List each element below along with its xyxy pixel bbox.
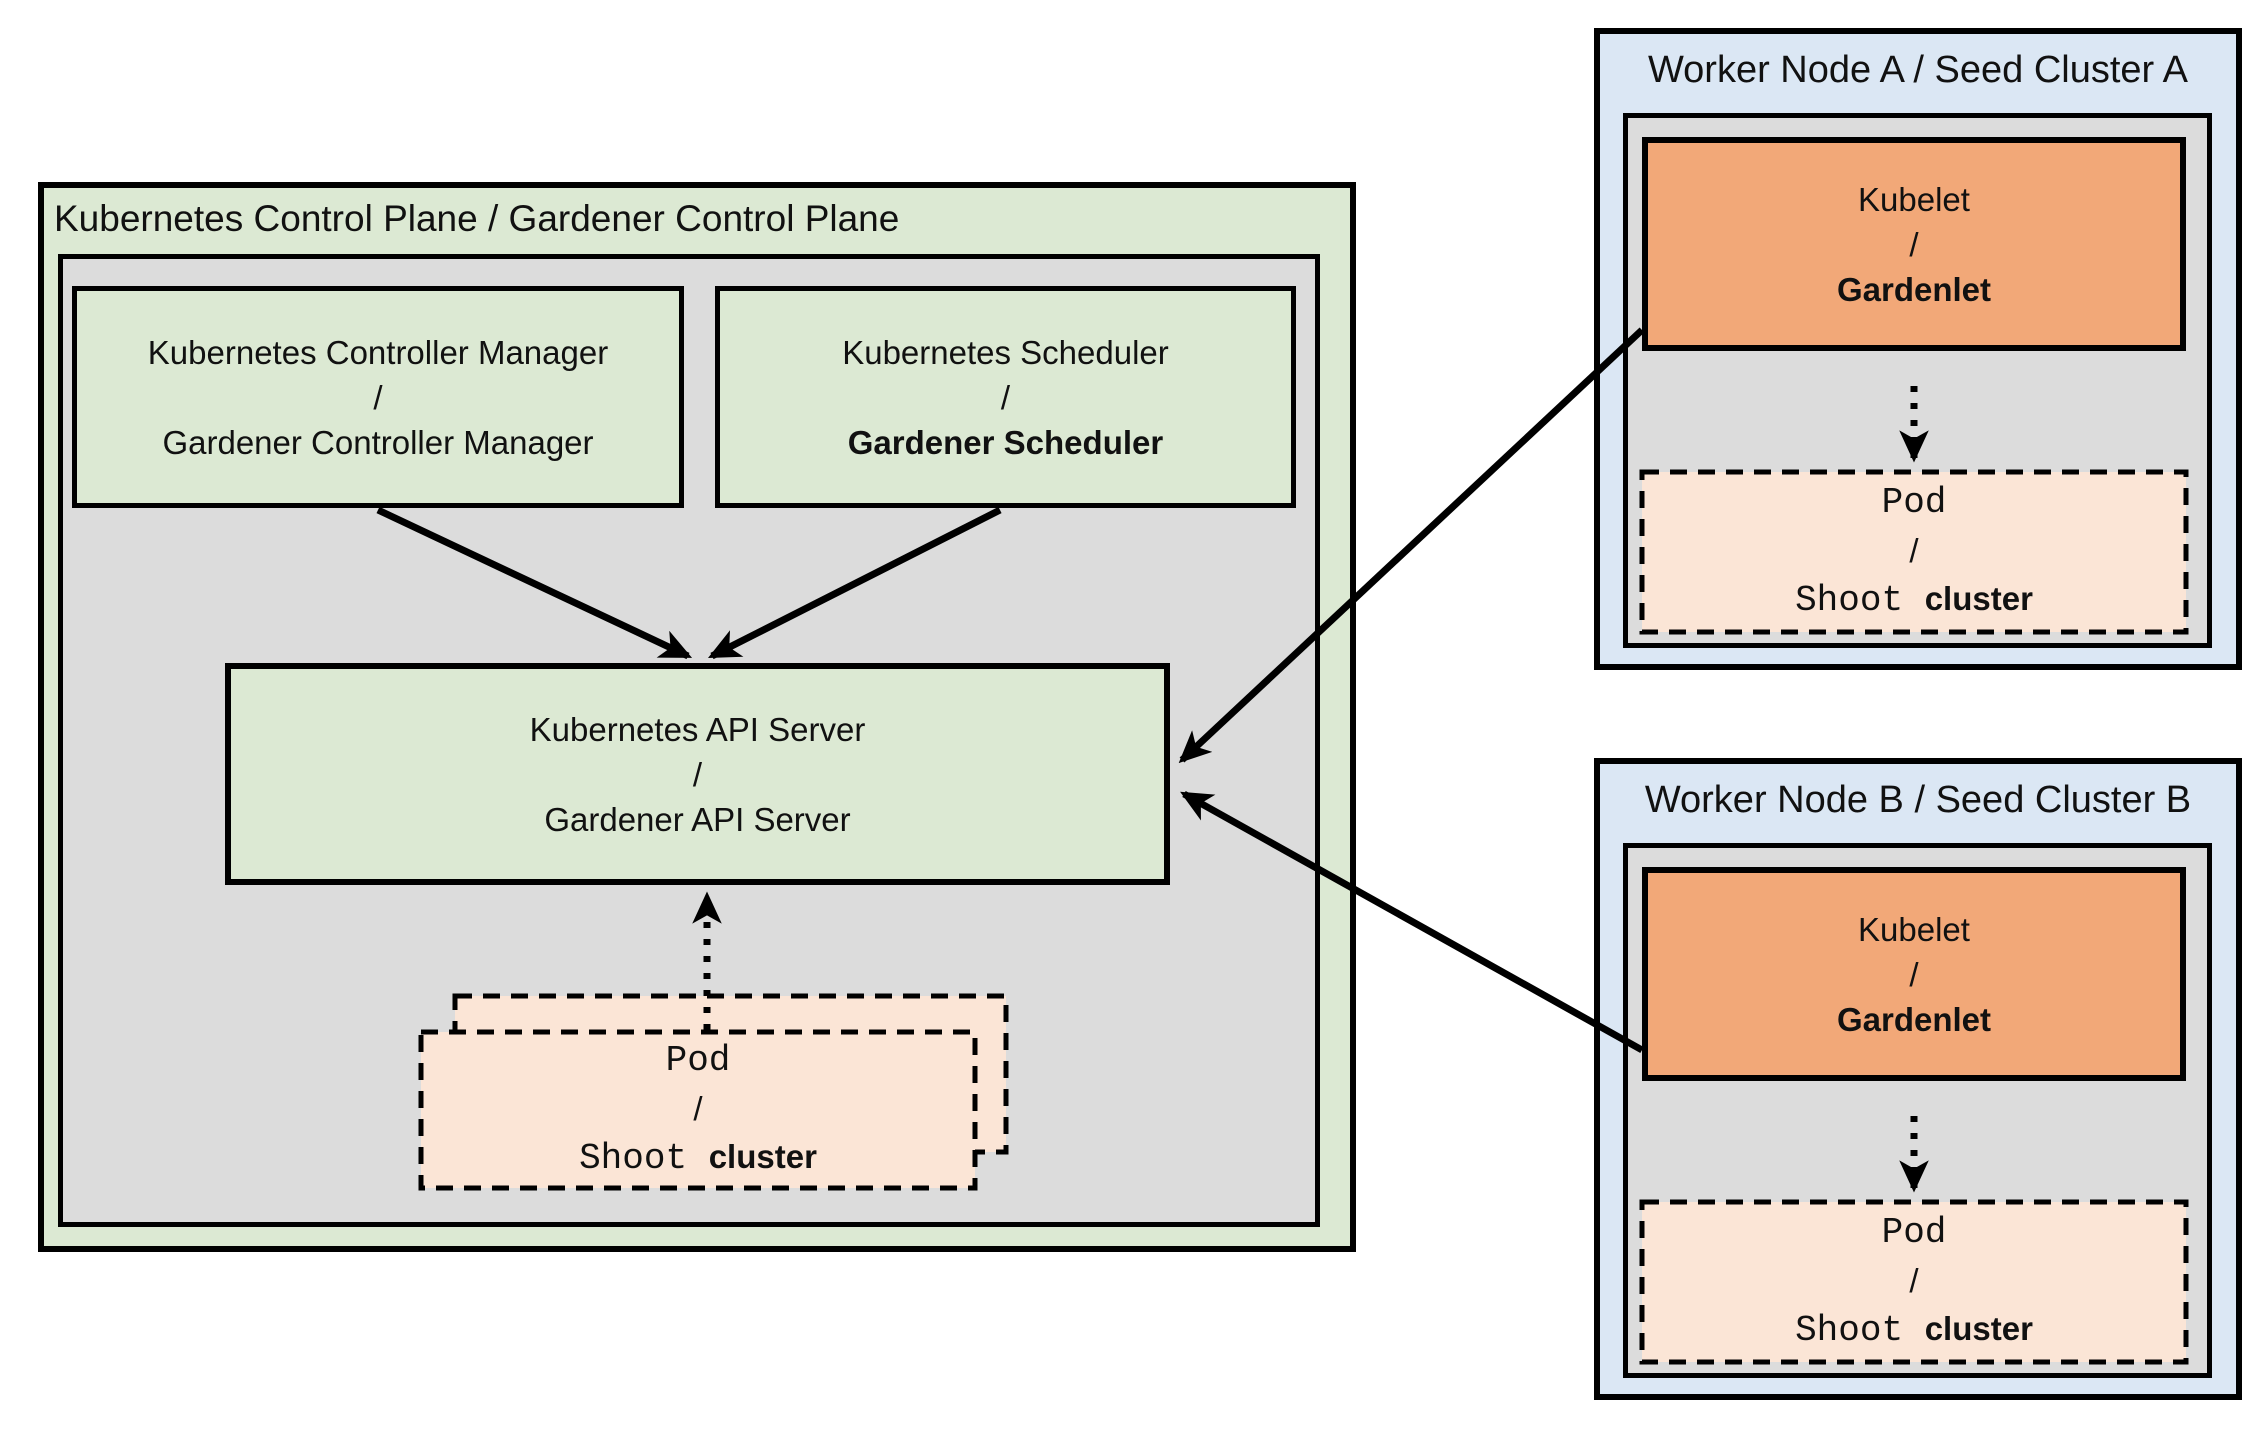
pod-b-shoot-word: Shoot — [1795, 1310, 1904, 1351]
api-server-slash: / — [692, 755, 703, 793]
controller-manager-line1: Kubernetes Controller Manager — [147, 333, 609, 371]
pod-b-slash: / — [1909, 1262, 1919, 1299]
api-server-line2: Gardener API Server — [544, 800, 851, 838]
pod-a-slash: / — [1909, 532, 1919, 569]
worker-node-b-pod-label: Pod / Shoot cluster — [1642, 1202, 2186, 1362]
pod-a-shoot-word: Shoot — [1795, 580, 1904, 621]
api-server-line1: Kubernetes API Server — [529, 710, 866, 748]
kubelet-a-line1: Kubelet — [1858, 180, 1970, 218]
pod-shoot-word: Shoot — [579, 1138, 688, 1179]
kubelet-a-line2: Gardenlet — [1836, 270, 1992, 308]
pod-line1: Pod — [665, 1040, 731, 1081]
pod-a-line3: Shoot cluster — [1795, 575, 2033, 625]
pod-slash: / — [693, 1090, 703, 1127]
controller-manager-line2: Gardener Controller Manager — [162, 423, 594, 461]
worker-node-a-kubelet-box: Kubelet / Gardenlet — [1642, 137, 2186, 351]
control-plane-pod-label: Pod / Shoot cluster — [421, 1032, 975, 1188]
kubelet-a-slash: / — [1909, 225, 1919, 263]
worker-node-a-pod-label: Pod / Shoot cluster — [1642, 472, 2186, 632]
pod-line3: Shoot cluster — [579, 1133, 817, 1183]
pod-b-line3: Shoot cluster — [1795, 1305, 2033, 1355]
scheduler-line1: Kubernetes Scheduler — [842, 333, 1169, 371]
worker-node-b-title: Worker Node B / Seed Cluster B — [1644, 779, 2192, 821]
controller-manager-box: Kubernetes Controller Manager / Gardener… — [72, 286, 684, 508]
scheduler-line2: Gardener Scheduler — [847, 423, 1164, 461]
control-plane-title: Kubernetes Control Plane / Gardener Cont… — [54, 198, 900, 239]
pod-b-cluster-word: cluster — [1924, 1310, 2033, 1347]
kubelet-b-line1: Kubelet — [1858, 910, 1970, 948]
pod-a-cluster-word: cluster — [1924, 580, 2033, 617]
scheduler-slash: / — [1000, 378, 1011, 416]
pod-cluster-word: cluster — [708, 1138, 817, 1175]
controller-manager-slash: / — [373, 378, 383, 416]
pod-b-line1: Pod — [1881, 1212, 1947, 1253]
api-server-box: Kubernetes API Server / Gardener API Ser… — [225, 663, 1170, 885]
kubelet-b-line2: Gardenlet — [1836, 1000, 1992, 1038]
worker-node-a-title: Worker Node A / Seed Cluster A — [1647, 49, 2188, 91]
kubelet-b-slash: / — [1909, 955, 1919, 993]
scheduler-box: Kubernetes Scheduler / Gardener Schedule… — [715, 286, 1296, 508]
pod-a-line1: Pod — [1881, 482, 1947, 523]
worker-node-b-kubelet-box: Kubelet / Gardenlet — [1642, 867, 2186, 1081]
